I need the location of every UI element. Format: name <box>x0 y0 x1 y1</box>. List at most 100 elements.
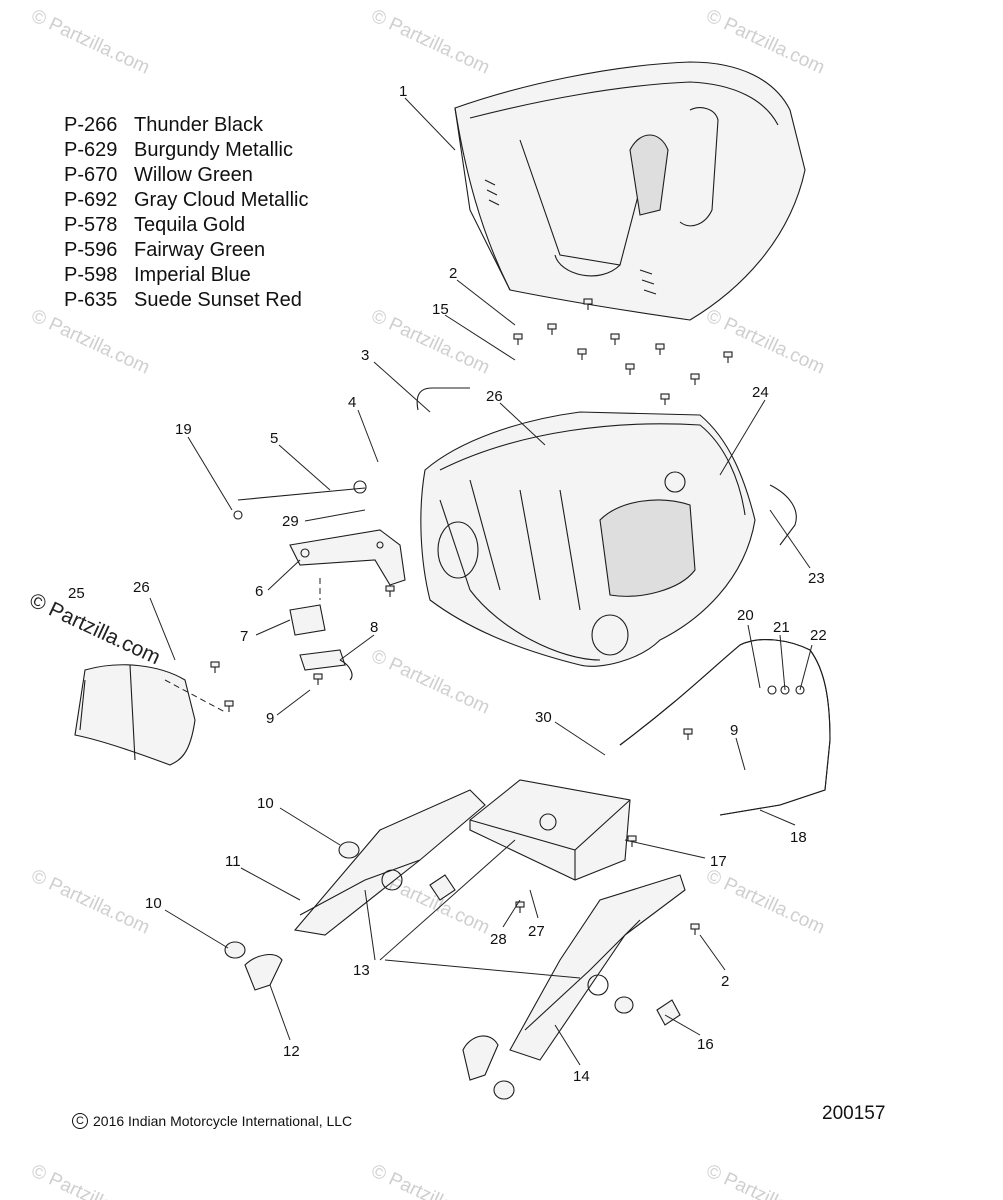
bolt-icon <box>385 585 395 597</box>
luggage-rail <box>619 639 831 816</box>
paint-code: P-692 <box>64 189 118 211</box>
alignment-line <box>164 679 226 713</box>
bolt-icon <box>690 923 700 935</box>
paint-name: Imperial Blue <box>134 264 251 286</box>
bolt-icon <box>515 901 525 913</box>
bolt-icon <box>610 333 620 345</box>
callout-number: 30 <box>535 709 552 726</box>
bolt-icon <box>655 343 665 355</box>
callout-number: 22 <box>810 627 827 644</box>
watermark-text: © Partzilla.com <box>368 645 493 718</box>
paint-name: Fairway Green <box>134 239 266 261</box>
rear-reflector <box>74 664 196 766</box>
callout-number: 2 <box>449 265 457 282</box>
paint-code-row: P-578 Tequila Gold <box>64 213 309 238</box>
bolt-icon <box>660 393 670 405</box>
callout-number: 26 <box>133 579 150 596</box>
watermark-text: © Partzilla.com <box>368 305 493 378</box>
trim-strip <box>416 387 470 411</box>
left-bracket <box>293 789 486 936</box>
paint-code: P-596 <box>64 239 118 261</box>
bolt-icon <box>625 363 635 375</box>
right-bracket <box>509 874 686 1061</box>
bolt-icon <box>723 351 733 363</box>
watermark-text: © Partzilla.com <box>703 1160 828 1200</box>
hinge-parts <box>289 604 353 681</box>
callout-number: 28 <box>490 931 507 948</box>
paint-code: P-635 <box>64 289 118 311</box>
callout-number: 2 <box>721 973 729 990</box>
paint-code-row: P-598 Imperial Blue <box>64 263 309 288</box>
callout-number: 1 <box>399 83 407 100</box>
callout-number: 16 <box>697 1036 714 1053</box>
copyright-icon: C <box>72 1113 88 1129</box>
bolt-icon <box>513 333 523 345</box>
paint-code: P-670 <box>64 164 118 186</box>
watermark-text: © Partzilla.com <box>28 5 153 78</box>
callout-number: 17 <box>710 853 727 870</box>
bolt-icon <box>690 373 700 385</box>
callout-number: 9 <box>730 722 738 739</box>
side-strip <box>769 484 797 546</box>
callout-number: 3 <box>361 347 369 364</box>
callout-number: 20 <box>737 607 754 624</box>
callout-number: 24 <box>752 384 769 401</box>
watermark-main: © Partzilla.com <box>26 589 164 670</box>
bolt-icon <box>210 661 220 673</box>
leader-lines <box>149 97 813 1066</box>
bolt-icon <box>547 323 557 335</box>
callout-number: 19 <box>175 421 192 438</box>
callout-number: 25 <box>68 585 85 602</box>
paint-code-row: P-635 Suede Sunset Red <box>64 288 309 313</box>
copyright-text: 2016 Indian Motorcycle International, LL… <box>93 1113 353 1129</box>
callout-number: 4 <box>348 394 356 411</box>
watermark-text: © Partzilla.com <box>703 305 828 378</box>
callout-number: 23 <box>808 570 825 587</box>
callout-number: 6 <box>255 583 263 600</box>
paint-name: Willow Green <box>134 164 253 186</box>
paint-code-row: P-670 Willow Green <box>64 163 309 188</box>
bolt-icon <box>577 348 587 360</box>
callout-number: 27 <box>528 923 545 940</box>
paint-code-row: P-692 Gray Cloud Metallic <box>64 188 309 213</box>
callout-number: 14 <box>573 1068 590 1085</box>
callout-number: 10 <box>257 795 274 812</box>
paint-code: P-598 <box>64 264 118 286</box>
callout-number: 10 <box>145 895 162 912</box>
watermark-text: © Partzilla.com <box>368 1160 493 1200</box>
callout-number: 12 <box>283 1043 300 1060</box>
callout-number: 7 <box>240 628 248 645</box>
trunk-body <box>420 411 756 667</box>
callout-number: 13 <box>353 962 370 979</box>
paint-code-row: P-629 Burgundy Metallic <box>64 138 309 163</box>
trunk-lid <box>454 61 806 321</box>
bolt-icon <box>313 673 323 685</box>
watermark-text: © Partzilla.com <box>28 865 153 938</box>
paint-name: Burgundy Metallic <box>134 139 293 161</box>
callout-number: 9 <box>266 710 274 727</box>
callout-number: 15 <box>432 301 449 318</box>
watermark-text: © Partzilla.com <box>368 5 493 78</box>
watermark-text: © Partzilla.com <box>28 1160 153 1200</box>
callout-number: 29 <box>282 513 299 530</box>
mount-plate <box>469 779 631 881</box>
copyright-notice: C 2016 Indian Motorcycle International, … <box>72 1113 352 1129</box>
bolt-icon <box>224 700 234 712</box>
paint-code: P-629 <box>64 139 118 161</box>
callout-number: 8 <box>370 619 378 636</box>
paint-code: P-266 <box>64 114 118 136</box>
callout-number: 21 <box>773 619 790 636</box>
small-hardware <box>224 841 681 1100</box>
paint-name: Tequila Gold <box>134 214 246 236</box>
latch-cable <box>233 480 367 520</box>
callout-number: 11 <box>225 853 241 870</box>
paint-code: P-578 <box>64 214 118 236</box>
paint-name: Gray Cloud Metallic <box>134 189 309 211</box>
paint-name: Suede Sunset Red <box>134 289 302 311</box>
watermark-text: © Partzilla.com <box>703 865 828 938</box>
hinge-bracket <box>289 529 406 586</box>
paint-name: Thunder Black <box>134 114 263 136</box>
